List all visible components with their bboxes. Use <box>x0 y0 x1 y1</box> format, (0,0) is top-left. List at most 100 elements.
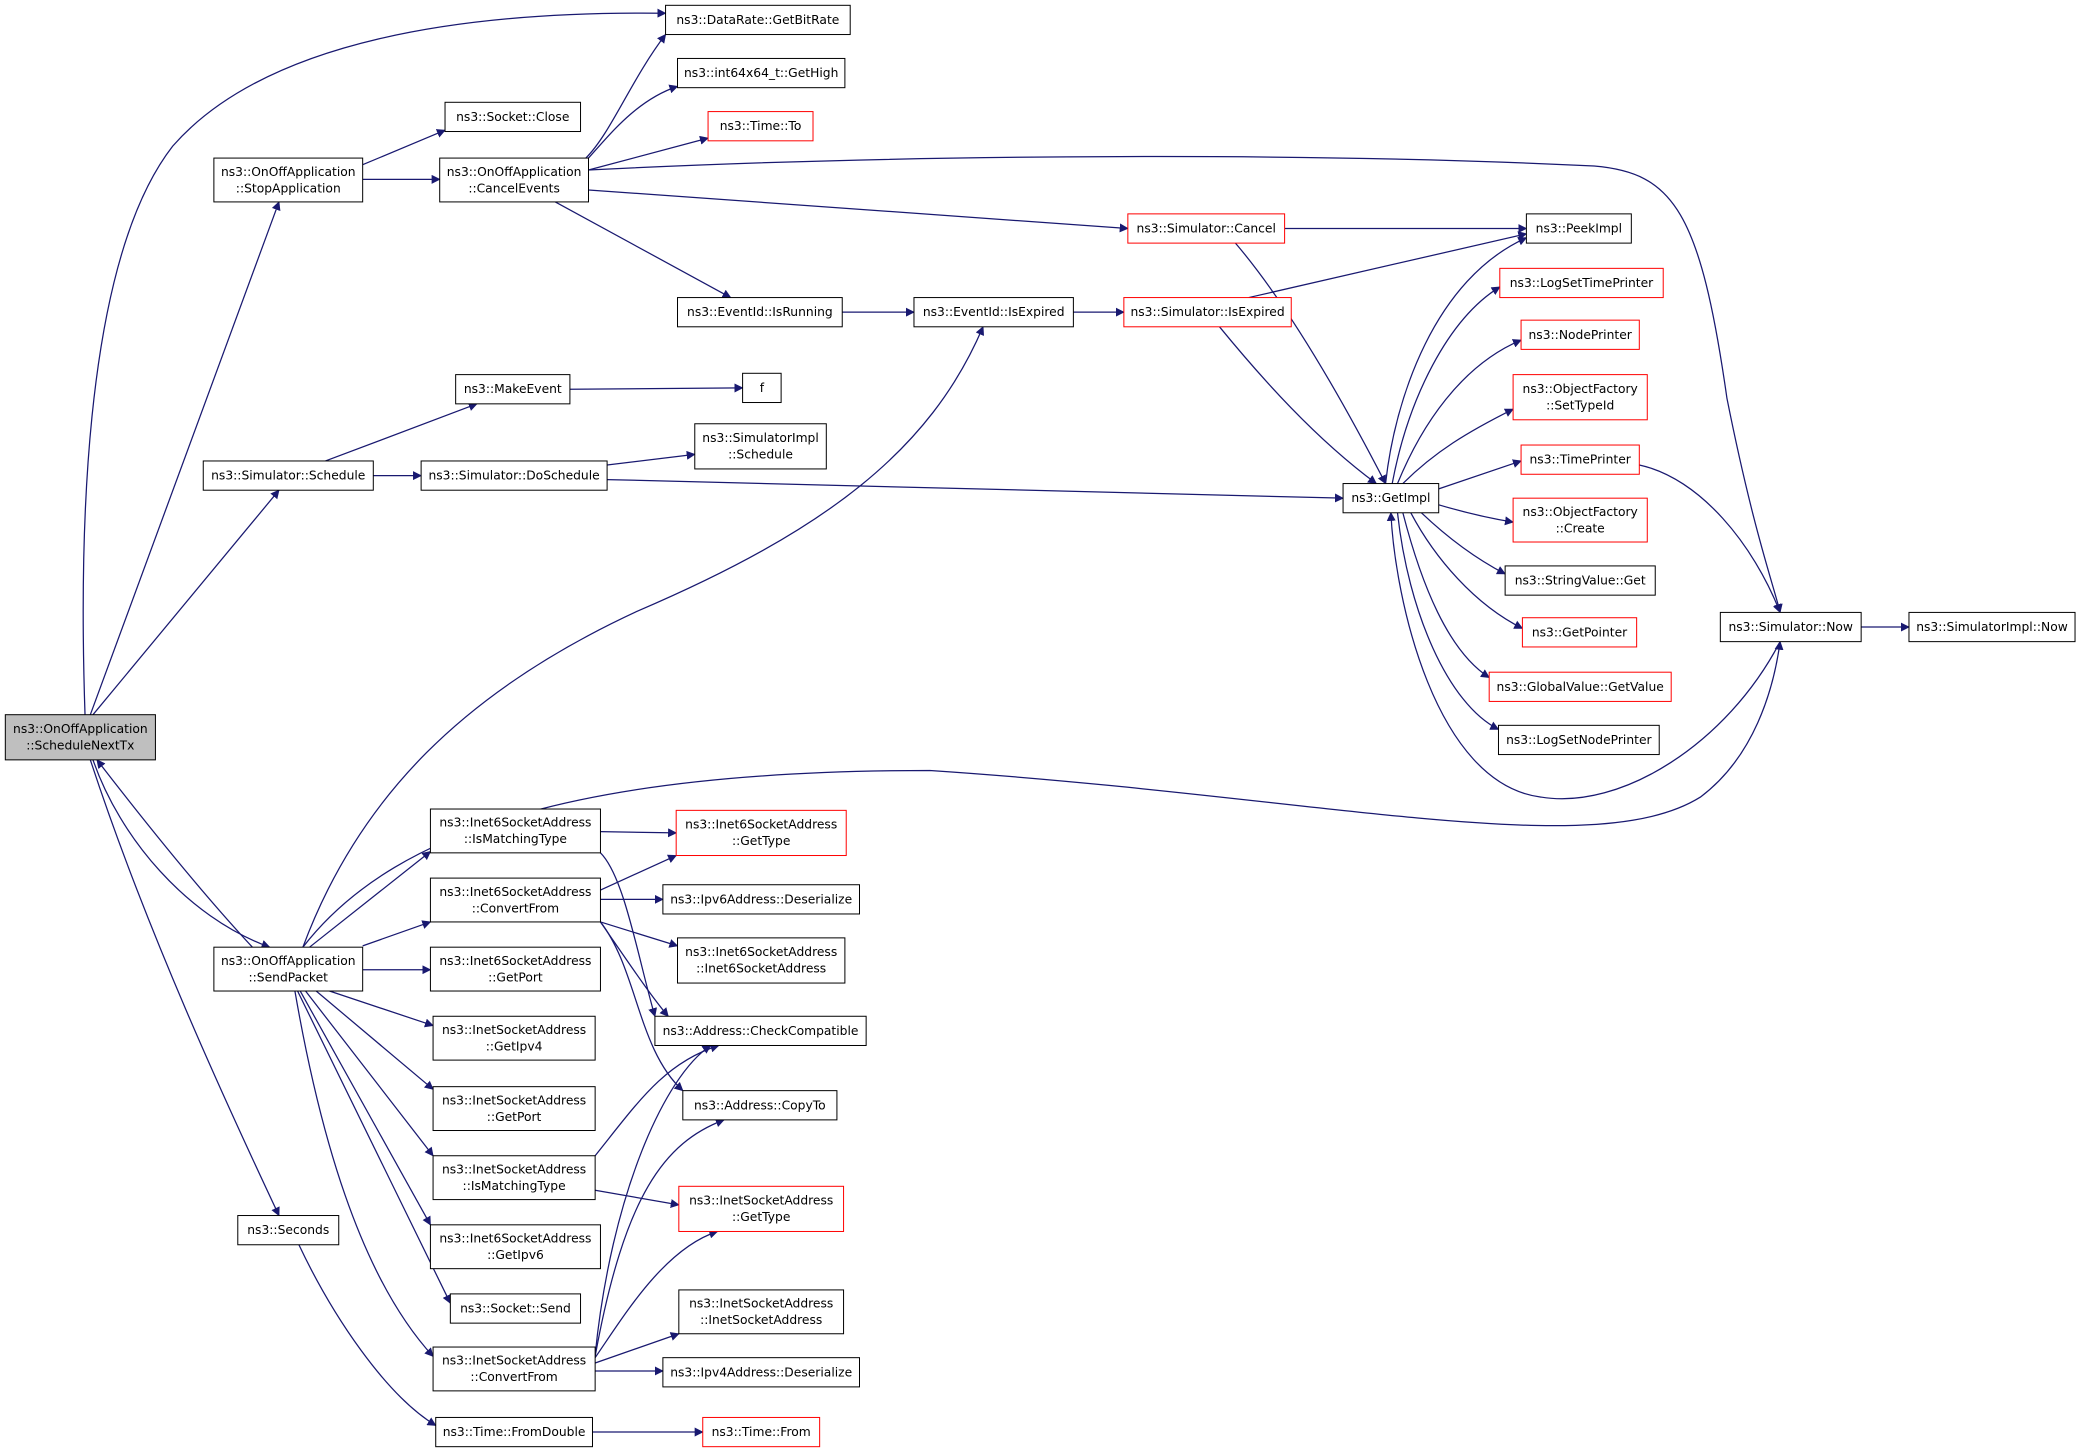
node-label: ::StopApplication <box>236 181 341 195</box>
node-I6GetType[interactable]: ns3::Inet6SocketAddress::GetType <box>675 809 847 857</box>
edge-SendPacket-to-I6IsMatching <box>309 850 432 948</box>
edge-SendPacket-to-I4GetIpv4 <box>329 990 434 1028</box>
node-label: ns3::Address::CheckCompatible <box>663 1024 859 1038</box>
node-TimeTo[interactable]: ns3::Time::To <box>707 111 814 142</box>
edge-TimePrinter-to-SimNow <box>1639 464 1782 614</box>
node-Ipv6Deser[interactable]: ns3::Ipv6Address::Deserialize <box>662 884 861 915</box>
node-ScheduleNextTx[interactable]: ns3::OnOffApplication::ScheduleNextTx <box>4 714 156 761</box>
nodes-layer: ns3::OnOffApplication::ScheduleNextTxns3… <box>4 4 2076 1448</box>
node-ImplSchedule[interactable]: ns3::SimulatorImpl::Schedule <box>694 423 827 470</box>
node-CopyTo[interactable]: ns3::Address::CopyTo <box>682 1090 838 1121</box>
node-SocketSend[interactable]: ns3::Socket::Send <box>449 1293 582 1324</box>
node-box <box>1497 724 1660 756</box>
node-label: ::ConvertFrom <box>472 901 559 915</box>
node-SimIsExpired[interactable]: ns3::Simulator::IsExpired <box>1123 297 1292 328</box>
node-label: ns3::OnOffApplication <box>13 722 148 736</box>
node-label: ::SetTypeId <box>1546 398 1614 412</box>
node-box <box>913 297 1074 328</box>
node-label: ns3::Time::FromDouble <box>443 1425 586 1439</box>
node-label: ns3::Simulator::Cancel <box>1137 221 1276 235</box>
node-ImplNow[interactable]: ns3::SimulatorImpl::Now <box>1908 611 2076 643</box>
edge-CancelEvents-to-TimeTo <box>588 135 709 171</box>
node-label: ns3::InetSocketAddress <box>689 1297 833 1311</box>
node-SetTypeId[interactable]: ns3::ObjectFactory::SetTypeId <box>1512 374 1648 421</box>
edge-SendPacket-to-I6GetIpv6 <box>299 990 431 1226</box>
edge-GetImpl-to-SetTypeId <box>1402 408 1514 484</box>
node-label: ns3::Address::CopyTo <box>694 1098 826 1112</box>
node-GetBitRate[interactable]: ns3::DataRate::GetBitRate <box>665 4 851 36</box>
node-I6GetPort[interactable]: ns3::Inet6SocketAddress::GetPort <box>429 946 601 992</box>
node-label: ns3::Seconds <box>247 1223 329 1237</box>
node-box <box>237 1215 340 1246</box>
node-label: ::SendPacket <box>249 970 329 984</box>
node-Ipv4Deser[interactable]: ns3::Ipv4Address::Deserialize <box>662 1357 861 1388</box>
node-LogSetNodePrinter[interactable]: ns3::LogSetNodePrinter <box>1497 724 1660 756</box>
node-MakeEvent[interactable]: ns3::MakeEvent <box>455 374 571 405</box>
edge-CancelEvents-to-GetHigh <box>588 84 679 159</box>
node-IsRunning[interactable]: ns3::EventId::IsRunning <box>677 297 843 328</box>
node-GetImpl[interactable]: ns3::GetImpl <box>1342 483 1440 514</box>
node-GetPointer[interactable]: ns3::GetPointer <box>1521 617 1638 648</box>
node-box <box>677 937 846 984</box>
node-box <box>1342 483 1440 514</box>
node-DoSchedule[interactable]: ns3::Simulator::DoSchedule <box>420 460 608 491</box>
node-box <box>665 4 851 36</box>
edge-CancelEvents-to-SimNow <box>588 155 1783 614</box>
node-box <box>1520 319 1640 350</box>
node-box <box>432 1346 596 1392</box>
node-label: ::InetSocketAddress <box>700 1313 822 1327</box>
node-SocketClose[interactable]: ns3::Socket::Close <box>444 101 582 133</box>
node-I4GetPort[interactable]: ns3::InetSocketAddress::GetPort <box>432 1086 596 1132</box>
node-box <box>449 1293 582 1324</box>
node-I6Convert[interactable]: ns3::Inet6SocketAddress::ConvertFrom <box>429 877 601 923</box>
node-SimNow[interactable]: ns3::Simulator::Now <box>1719 611 1862 643</box>
node-SimSchedule[interactable]: ns3::Simulator::Schedule <box>202 460 374 491</box>
edge-I4Convert-to-I4Ctor <box>594 1332 680 1364</box>
node-GVGetValue[interactable]: ns3::GlobalValue::GetValue <box>1488 671 1672 702</box>
node-Seconds[interactable]: ns3::Seconds <box>237 1215 340 1246</box>
node-I4GetType[interactable]: ns3::InetSocketAddress::GetType <box>678 1185 845 1232</box>
node-TimePrinter[interactable]: ns3::TimePrinter <box>1520 444 1640 475</box>
node-label: ns3::EventId::IsRunning <box>687 305 833 319</box>
node-label: ns3::Inet6SocketAddress <box>439 816 591 830</box>
node-F[interactable]: f <box>742 372 782 404</box>
node-label: ns3::Inet6SocketAddress <box>439 885 591 899</box>
node-label: ns3::Simulator::Now <box>1728 620 1853 634</box>
node-I4GetIpv4[interactable]: ns3::InetSocketAddress::GetIpv4 <box>432 1015 596 1061</box>
node-SendPacket[interactable]: ns3::OnOffApplication::SendPacket <box>213 946 364 992</box>
node-SimCancel[interactable]: ns3::Simulator::Cancel <box>1127 213 1286 244</box>
node-I4Ctor[interactable]: ns3::InetSocketAddress::InetSocketAddres… <box>678 1289 845 1335</box>
node-TimeFrom[interactable]: ns3::Time::From <box>702 1416 821 1448</box>
node-box <box>678 1289 845 1335</box>
node-label: ns3::TimePrinter <box>1530 453 1632 467</box>
node-label: ns3::Socket::Close <box>456 110 569 124</box>
node-box <box>420 460 608 491</box>
node-OFCreate[interactable]: ns3::ObjectFactory::Create <box>1512 497 1648 543</box>
node-I6GetIpv6[interactable]: ns3::Inet6SocketAddress::GetIpv6 <box>429 1224 601 1270</box>
node-I6IsMatching[interactable]: ns3::Inet6SocketAddress::IsMatchingType <box>429 808 601 854</box>
node-label: ::GetIpv6 <box>487 1248 544 1262</box>
edge-SendPacket-to-SocketSend <box>297 990 451 1305</box>
node-I4IsMatching[interactable]: ns3::InetSocketAddress::IsMatchingType <box>432 1155 596 1201</box>
node-StopApplication[interactable]: ns3::OnOffApplication::StopApplication <box>213 157 364 203</box>
node-NodePrinter[interactable]: ns3::NodePrinter <box>1520 319 1640 350</box>
node-label: ns3::NodePrinter <box>1529 328 1633 342</box>
edge-I4Convert-to-I4GetType <box>594 1229 719 1359</box>
edge-GetImpl-to-GetPointer <box>1410 512 1524 629</box>
node-box <box>432 1015 596 1061</box>
edge-ScheduleNextTx-to-Seconds <box>89 759 280 1217</box>
node-PeekImpl[interactable]: ns3::PeekImpl <box>1525 213 1632 244</box>
edge-I4IsMatching-to-CheckCompat <box>594 1043 720 1157</box>
node-box <box>4 714 156 761</box>
node-CheckCompat[interactable]: ns3::Address::CheckCompatible <box>654 1015 867 1046</box>
node-CancelEvents[interactable]: ns3::OnOffApplication::CancelEvents <box>439 157 589 203</box>
node-LogSetTimePrinter[interactable]: ns3::LogSetTimePrinter <box>1499 267 1664 299</box>
node-I4Convert[interactable]: ns3::InetSocketAddress::ConvertFrom <box>432 1346 596 1392</box>
node-FromDouble[interactable]: ns3::Time::FromDouble <box>435 1416 593 1448</box>
node-label: ns3::Simulator::DoSchedule <box>428 469 599 483</box>
edge-SendPacket-to-I6Convert <box>362 920 432 947</box>
node-I6Ctor[interactable]: ns3::Inet6SocketAddress::Inet6SocketAddr… <box>677 937 846 984</box>
node-GetHigh[interactable]: ns3::int64x64_t::GetHigh <box>677 57 846 89</box>
node-StringValueGet[interactable]: ns3::StringValue::Get <box>1504 565 1656 596</box>
node-IsExpired[interactable]: ns3::EventId::IsExpired <box>913 297 1074 328</box>
